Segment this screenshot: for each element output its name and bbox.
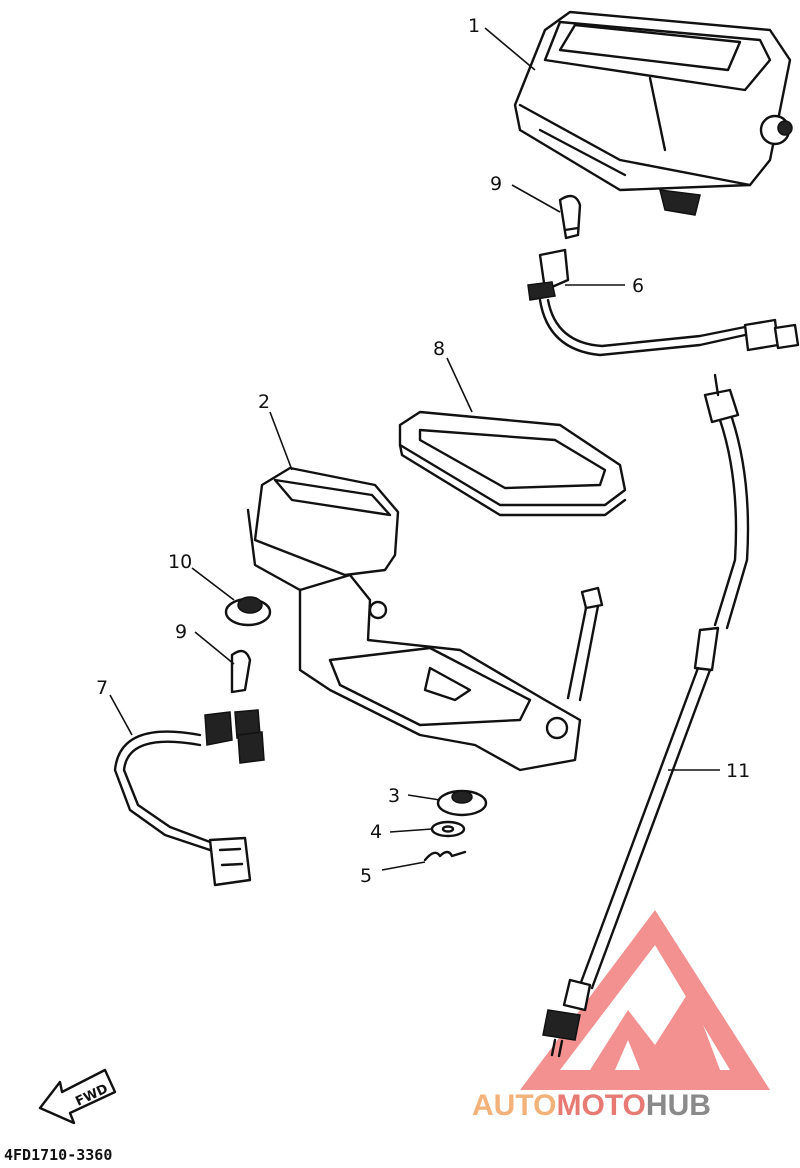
callout-9-lower: 9 (175, 621, 187, 643)
leader-lines (109, 27, 720, 871)
part-7-harness (113, 709, 265, 887)
part-3-damper (436, 789, 488, 817)
watermark-hub: HUB (646, 1089, 711, 1122)
watermark-auto: AUTO (472, 1089, 556, 1122)
watermark-moto: MOTO (556, 1089, 645, 1122)
callout-11: 11 (726, 760, 750, 782)
part-11-speedometer-cable (542, 373, 750, 1058)
callout-7: 7 (96, 677, 108, 699)
callout-numbers: 1 9 6 8 2 10 9 7 3 4 5 11 (96, 15, 750, 887)
part-9-bulb-lower (230, 649, 252, 694)
callout-8: 8 (433, 338, 445, 360)
callout-10: 10 (168, 551, 192, 573)
part-8-gasket (398, 410, 627, 517)
diagram-code: 4FD1710-3360 (4, 1146, 112, 1164)
part-10-grommet (224, 596, 272, 627)
part-4-washer (430, 820, 466, 838)
watermark-logo-icon (520, 910, 770, 1090)
part-5-clip (423, 850, 467, 862)
part-6-socket-cord (527, 248, 800, 357)
fwd-arrow-icon: FWD (38, 1068, 117, 1125)
callout-5: 5 (360, 865, 372, 887)
part-1-meter-assembly (513, 10, 793, 216)
callout-6: 6 (632, 275, 644, 297)
part-bolt (566, 586, 604, 702)
callout-9-upper: 9 (490, 173, 502, 195)
callout-4: 4 (370, 821, 382, 843)
callout-3: 3 (388, 785, 400, 807)
part-2-meter-bracket (246, 466, 582, 772)
watermark-text: AUTOMOTOHUB (472, 1089, 711, 1122)
part-9-bulb-upper (558, 194, 582, 240)
callout-2: 2 (258, 391, 270, 413)
callout-1: 1 (468, 15, 480, 37)
